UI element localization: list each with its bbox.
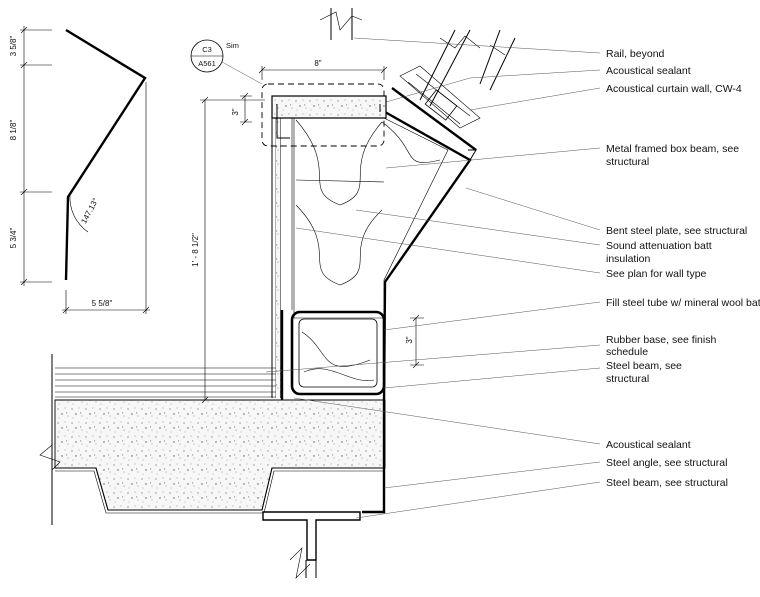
callout-box-beam-2: structural <box>606 156 649 168</box>
dim-8: 8" <box>314 59 321 68</box>
detail-reference-tag <box>190 39 263 85</box>
callout-fill-tube: Fill steel tube w/ mineral wool batt <box>606 297 760 309</box>
callout-rubber-base-1: Rubber base, see finish <box>606 334 716 346</box>
detail-tag-id: C3 <box>202 45 212 54</box>
callout-steel-beam-bottom: Steel beam, see structural <box>606 477 728 489</box>
callout-bent-plate: Bent steel plate, see structural <box>606 225 747 237</box>
callout-batt-1: Sound attenuation batt <box>606 240 712 252</box>
callout-rubber-base-2: schedule <box>606 346 648 358</box>
leader-lines <box>265 37 601 519</box>
dim-5-5-8: 5 5/8" <box>92 299 113 308</box>
callout-steel-beam-2: structural <box>606 373 649 385</box>
dim-3-tube: 3" <box>405 336 414 343</box>
callout-curtain-wall: Acoustical curtain wall, CW-4 <box>606 83 742 95</box>
concrete-slab <box>39 354 386 525</box>
main-dimensions <box>200 66 424 404</box>
floor-finish <box>55 367 282 398</box>
callout-steel-angle: Steel angle, see structural <box>606 457 727 469</box>
dim-3-5-8: 3 5/8" <box>9 36 18 57</box>
callout-acoustical-sealant-bottom: Acoustical sealant <box>606 439 691 451</box>
dim-8-1-8: 8 1/8" <box>9 120 18 141</box>
angle-label: 147.13° <box>79 196 100 225</box>
callout-batt-2: insulation <box>606 253 651 265</box>
dim-5-3-4: 5 3/4" <box>9 228 18 249</box>
dim-height: 1' - 8 1/2" <box>191 233 200 267</box>
callout-box-beam-1: Metal framed box beam, see <box>606 143 739 155</box>
detail-tag-sheet: A561 <box>198 59 216 68</box>
detail-tag-note: Sim <box>226 41 239 50</box>
wall-assembly <box>261 8 516 579</box>
callout-wall-type: See plan for wall type <box>606 268 707 280</box>
bent-plate-detail <box>20 26 150 314</box>
dim-3-top: 3" <box>231 108 240 115</box>
callout-rail: Rail, beyond <box>606 48 665 60</box>
callout-acoustical-sealant-top: Acoustical sealant <box>606 65 691 77</box>
callout-labels: Rail, beyond Acoustical sealant Acoustic… <box>606 48 760 489</box>
callout-steel-beam-1: Steel beam, see <box>606 360 682 372</box>
